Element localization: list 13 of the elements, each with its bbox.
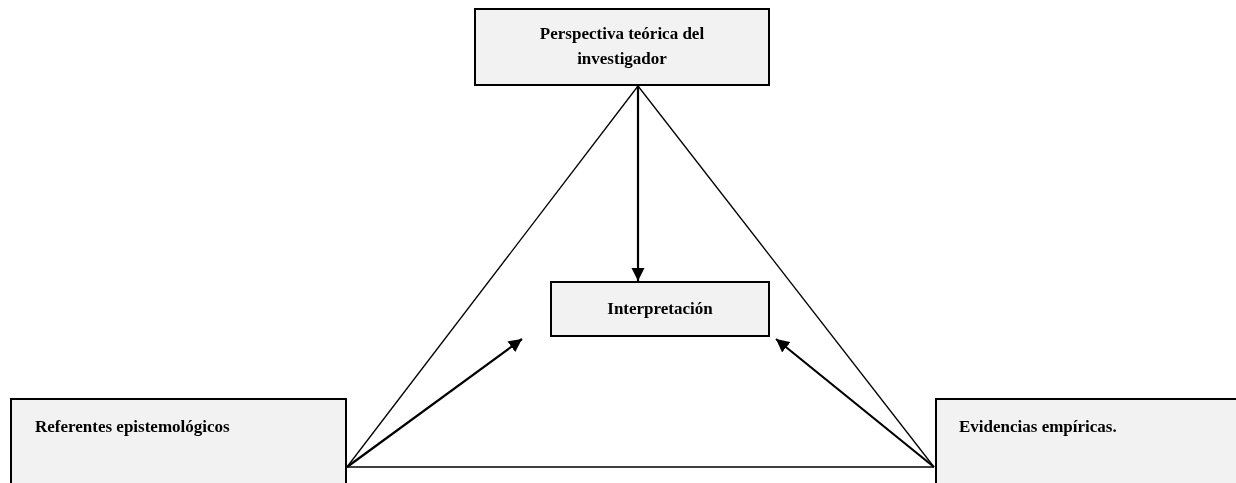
- arrow: [631, 86, 645, 281]
- box-label: Interpretación: [607, 297, 713, 320]
- box-label: Perspectiva teórica del investigador: [538, 23, 706, 70]
- concept-box: [550, 281, 770, 337]
- connector-line: [637, 85, 935, 468]
- connector-line: [346, 466, 935, 468]
- concept-box: [10, 398, 347, 483]
- concept-box: [935, 398, 1236, 483]
- arrow: [775, 338, 935, 468]
- box-label: Referentes epistemológicos: [35, 416, 231, 438]
- box-label: Evidencias empíricas.: [959, 416, 1118, 438]
- concept-box: [474, 8, 770, 86]
- arrow: [346, 338, 523, 468]
